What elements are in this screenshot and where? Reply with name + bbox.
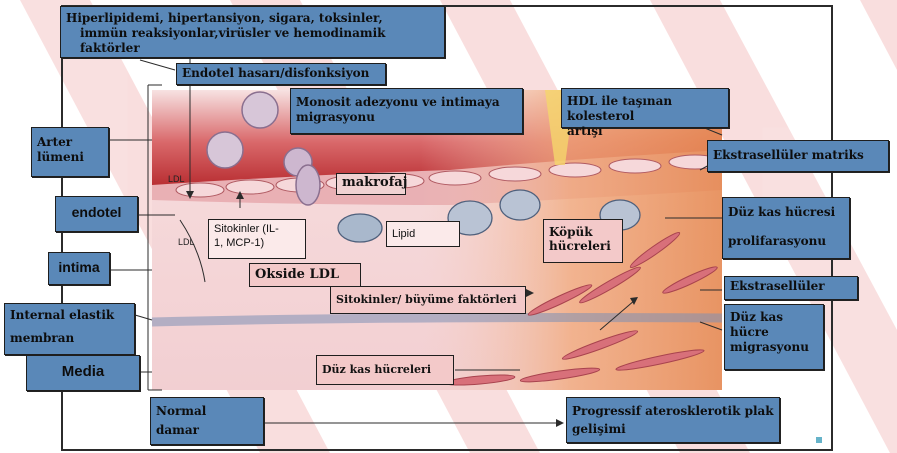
smc-proliferation-box: Düz kas hücresi prolifarasyonu <box>722 197 850 259</box>
progressive-plaque-line-1: Progressif aterosklerotik plak <box>572 404 774 419</box>
artery-lumen-box: Arter lümeni <box>31 127 109 177</box>
lipid-box: Lipid <box>386 221 460 247</box>
monocyte-adhesion-line-1: Monosit adezyonu ve intimaya <box>296 95 517 110</box>
extracellular-matrix-box: Ekstrasellüler matriks <box>707 140 889 172</box>
intima-label: intima <box>54 260 104 275</box>
corner-marker <box>816 437 822 443</box>
smc-proliferation-line-2: prolifarasyonu <box>728 234 844 249</box>
cytokines-box: Sitokinler (IL- 1, MCP-1) <box>208 219 306 259</box>
smc-migration-line-2: hücre <box>730 325 818 340</box>
ldl-label-bottom: LDL <box>178 237 195 247</box>
smooth-muscle-cells-box: Düz kas hücreleri <box>316 355 454 385</box>
risk-factors-line-1: Hiperlipidemi, hipertansiyon, sigara, to… <box>66 11 439 26</box>
intima-box: intima <box>48 252 110 285</box>
endothelial-damage-label: Endotel hasarı/disfonksiyon <box>182 66 380 81</box>
macrophage-label-box: makrofaj <box>336 173 406 195</box>
oxidized-ldl-box: Okside LDL <box>249 263 361 287</box>
normal-vessel-box: Normal damar <box>150 397 264 445</box>
smooth-muscle-cells-label: Düz kas hücreleri <box>322 363 448 377</box>
extracellular-matrix-label: Ekstrasellüler matriks <box>713 148 883 163</box>
oxidized-ldl-label: Okside LDL <box>255 268 355 282</box>
normal-vessel-line-2: damar <box>156 423 258 438</box>
risk-factors-line-2: immün reaksiyonlar,virüsler ve hemodinam… <box>66 26 439 56</box>
smc-migration-box: Düz kas hücre migrasyonu <box>724 304 824 370</box>
foam-cells-box: Köpük hücreleri <box>543 219 623 263</box>
endothelial-damage-box: Endotel hasarı/disfonksiyon <box>176 63 386 85</box>
endothelium-label: endotel <box>61 205 132 220</box>
hdl-cholesterol-box: HDL ile taşınan kolesterol artışı <box>561 88 729 128</box>
progressive-plaque-line-2: gelişimi <box>572 422 774 437</box>
risk-factors-box: Hiperlipidemi, hipertansiyon, sigara, to… <box>60 6 445 58</box>
smc-migration-line-1: Düz kas <box>730 310 818 325</box>
cytokines-growth-box: Sitokinler/ büyüme faktörleri <box>330 286 526 314</box>
macrophage-label: makrofaj <box>342 176 400 190</box>
foam-cells-line-2: hücreleri <box>549 239 617 253</box>
cytokines-line-2: 1, MCP-1) <box>214 236 300 250</box>
internal-elastic-line-2: membran <box>10 331 129 346</box>
smc-proliferation-line-1: Düz kas hücresi <box>728 205 844 220</box>
extracellular-label: Ekstrasellüler <box>730 279 852 294</box>
ldl-label-top: LDL <box>168 174 185 184</box>
lipid-label: Lipid <box>392 227 454 241</box>
monocyte-adhesion-line-2: migrasyonu <box>296 110 517 125</box>
hdl-cholesterol-line-2: artışı <box>567 124 723 139</box>
artery-lumen-line-2: lümeni <box>37 150 103 165</box>
cytokines-growth-label: Sitokinler/ büyüme faktörleri <box>336 293 520 307</box>
artery-lumen-line-1: Arter <box>37 135 103 150</box>
normal-vessel-line-1: Normal <box>156 404 258 419</box>
media-label: Media <box>32 364 134 379</box>
extracellular-box: Ekstrasellüler <box>724 276 858 300</box>
endothelium-box: endotel <box>55 196 138 232</box>
media-box: Media <box>26 355 140 391</box>
progressive-plaque-box: Progressif aterosklerotik plak gelişimi <box>566 397 780 443</box>
internal-elastic-line-1: Internal elastik <box>10 308 129 323</box>
internal-elastic-membrane-box: Internal elastik membran <box>4 303 135 355</box>
foam-cells-line-1: Köpük <box>549 225 617 239</box>
cytokines-line-1: Sitokinler (IL- <box>214 222 300 236</box>
smc-migration-line-3: migrasyonu <box>730 340 818 355</box>
hdl-cholesterol-line-1: HDL ile taşınan kolesterol <box>567 94 723 124</box>
monocyte-adhesion-box: Monosit adezyonu ve intimaya migrasyonu <box>290 88 523 134</box>
